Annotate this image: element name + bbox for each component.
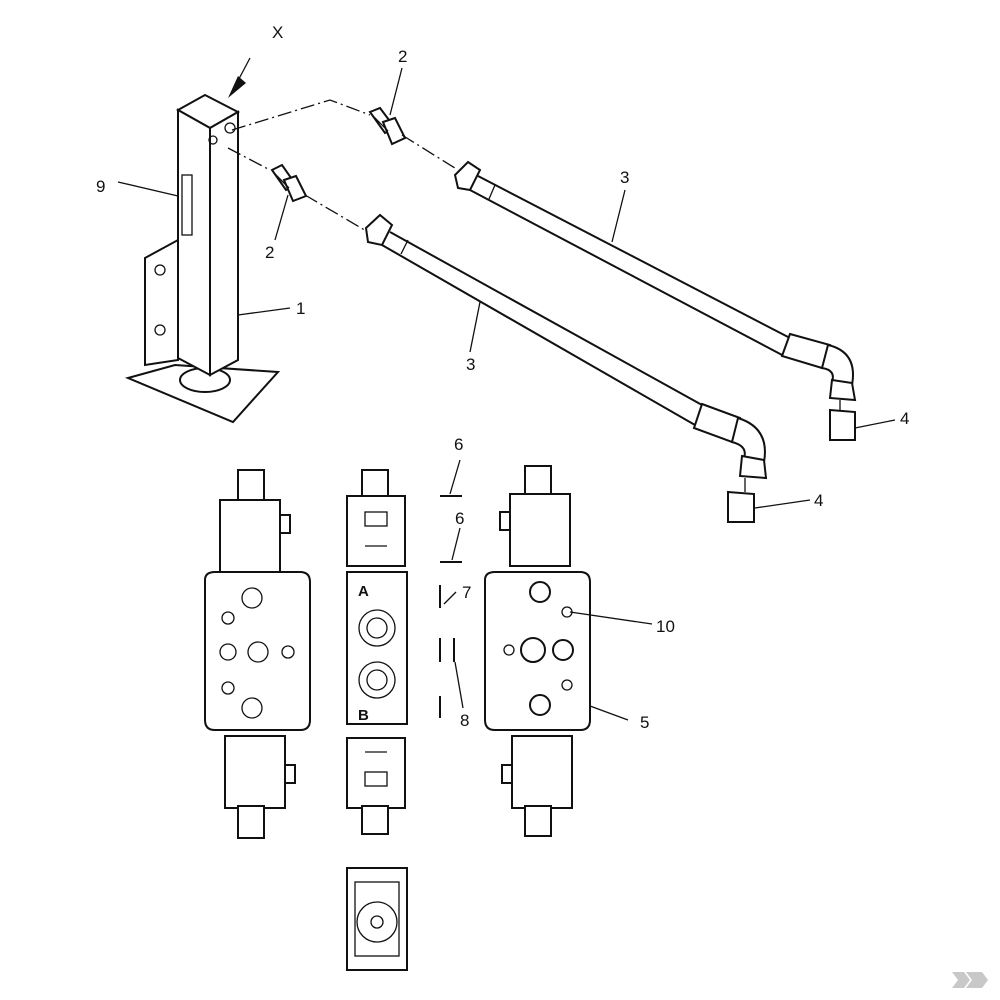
callout-6-lower: 6 [455,509,464,528]
port-b-label: B [358,707,369,724]
callout-5: 5 [640,713,649,732]
callout-3-upper: 3 [620,168,629,187]
seal-parts [439,495,462,718]
callout-8: 8 [460,711,469,730]
callout-9: 9 [96,177,105,196]
corner-logo [952,972,988,988]
callout-3-lower: 3 [466,355,475,374]
fitting-upper [368,106,407,146]
callout-6-upper: 6 [454,435,463,454]
fitting-lower [270,163,308,203]
callout-7: 7 [462,583,471,602]
valve-left-view [204,469,311,839]
callout-10: 10 [656,617,675,636]
valve-front-view [346,469,408,835]
view-marker-x: X [272,23,283,42]
pillar-stand [124,93,281,424]
callout-2-upper: 2 [398,47,407,66]
hose-upper [453,160,857,441]
callout-1: 1 [296,299,305,318]
hose-lower [364,213,768,523]
port-a-label: A [358,583,369,600]
valve-bottom-view [346,867,408,971]
callout-2-lower: 2 [265,243,274,262]
callout-4-lower: 4 [814,491,823,510]
valve-right-view [484,465,591,837]
callout-4-upper: 4 [900,409,909,428]
leader-lines [117,57,896,721]
